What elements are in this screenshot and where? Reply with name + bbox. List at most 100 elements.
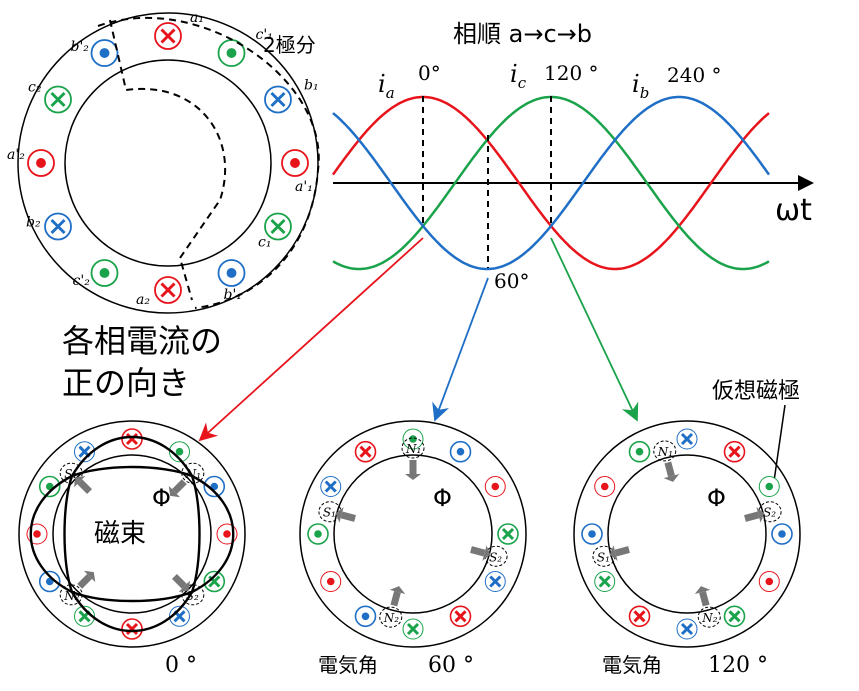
direction-label-line2: 正の向き <box>62 364 190 402</box>
stator-outer-ring <box>17 12 319 314</box>
pole-label: N₁ <box>657 445 673 459</box>
motor-120deg-slot <box>758 476 780 497</box>
motor-60deg-slot <box>320 571 342 592</box>
motor-120deg-slot <box>723 440 746 463</box>
pole-label: N₂ <box>383 611 400 625</box>
pole-arrow <box>171 479 187 495</box>
caption-60deg: 60 ° <box>428 653 474 678</box>
motor-120deg-slot <box>594 476 616 497</box>
stator-slot-1 <box>217 39 246 67</box>
label-120deg: 120 ° <box>544 61 599 85</box>
motor-120deg-slot <box>628 440 651 463</box>
stator-slot-label: c₁ <box>258 235 271 251</box>
direction-label-line1: 各相電流の <box>62 322 222 360</box>
pole-arrow <box>614 546 630 557</box>
label-ib: ib <box>632 70 649 102</box>
motor-60deg-slot <box>449 440 472 463</box>
stator-slot-label: a₂ <box>136 292 150 308</box>
motor-60deg-slot <box>402 618 424 640</box>
stator-slot-label: b₂ <box>26 215 41 231</box>
arrow-to-0deg <box>198 237 424 442</box>
flux-loop <box>189 473 235 595</box>
pole-arrow <box>77 479 93 495</box>
x-axis-label: ωt <box>775 193 812 228</box>
label-60deg: 60° <box>494 269 529 293</box>
stator-slot-8 <box>44 212 72 241</box>
motor-0deg-slot <box>38 475 61 498</box>
stator-slot-11 <box>90 39 119 67</box>
motor-0deg-slot <box>74 441 95 463</box>
stator-slot-6 <box>154 276 182 304</box>
motor-0deg-slot <box>38 570 61 593</box>
flux-symbol: Φ <box>707 484 726 512</box>
wave-ib <box>332 95 771 271</box>
motor-0deg-slot <box>121 428 143 450</box>
stator-slot-label: b₁ <box>304 78 319 94</box>
motor-60deg-slot <box>402 428 424 450</box>
flux-loop <box>29 473 75 595</box>
two-pole-label: 2極分 <box>263 33 316 57</box>
motor-60deg-slot <box>354 605 377 628</box>
label-ia: ia <box>378 70 395 102</box>
motor-60deg-slot <box>354 440 377 463</box>
pole-arrow <box>699 591 710 607</box>
motor-120deg-slot <box>723 605 746 628</box>
two-pole-dashed-outer <box>97 16 320 309</box>
stator-slot-label: c₂ <box>28 80 42 96</box>
motor-60deg-slot <box>484 571 506 592</box>
stator-slot-5 <box>217 259 246 287</box>
pole-label: N₁ <box>405 442 421 456</box>
stator-slot-label: c'₂ <box>73 273 91 289</box>
stator-slot-label: a'₁ <box>295 179 313 195</box>
caption-0deg: 0 ° <box>165 653 197 678</box>
motor-60deg-slot <box>307 523 329 545</box>
motor-60deg-slot <box>320 476 342 497</box>
stator-slot-label: a'₂ <box>7 147 25 163</box>
motor-120deg-slot <box>771 523 793 545</box>
pole-arrow <box>171 573 187 589</box>
motor-120deg-slot <box>628 605 651 628</box>
motor-0deg-slot <box>121 618 143 640</box>
pole-arrow <box>390 591 401 607</box>
flux-symbol: Φ <box>152 484 171 512</box>
stator-slot-label: c'₁ <box>256 27 273 43</box>
caption-elec-angle-120: 電気角 <box>602 653 662 677</box>
caption-120deg: 120 ° <box>708 653 768 678</box>
stator-slot-0 <box>154 22 182 50</box>
motor-120deg-slot <box>594 571 616 592</box>
stator-slot-label: a₁ <box>190 10 204 26</box>
motor-0deg-slot <box>203 475 226 498</box>
motor-60deg-slot <box>449 605 472 628</box>
pole-label: S₁ <box>597 550 610 564</box>
pole-label: S₂ <box>489 550 502 564</box>
waveform-chart: 相順 a→c→b ωt ia 0° ic 120 ° ib 240 ° 60° <box>198 20 814 442</box>
stator-slot-4 <box>264 212 292 241</box>
motor-120deg-slot <box>676 428 698 450</box>
pole-arrow <box>340 511 356 522</box>
stator-slot-10 <box>44 85 72 114</box>
pole-label: S₁ <box>323 506 336 520</box>
label-0deg: 0° <box>418 61 441 85</box>
motor-120deg-slot <box>758 571 780 592</box>
stator-slot-3 <box>281 149 309 177</box>
phase-order-title: 相順 a→c→b <box>453 20 592 48</box>
stator-slot-7 <box>90 259 119 287</box>
motor-120deg-slot <box>581 523 603 545</box>
motor-120deg-slot <box>676 618 698 640</box>
pole-arrow <box>77 573 93 589</box>
arrow-to-120deg <box>550 237 639 422</box>
two-pole-dashed-inner <box>109 19 227 301</box>
stator-slot-label: b'₂ <box>71 39 90 55</box>
magnetic-flux-label: 磁束 <box>94 519 146 549</box>
virtual-pole-label: 仮想磁極 <box>712 379 800 404</box>
motor-0deg-slot <box>169 441 190 463</box>
pole-arrow <box>664 461 675 477</box>
pole-label: N₂ <box>701 611 718 625</box>
stator-slot-9 <box>27 149 55 177</box>
pole-arrow <box>470 546 486 557</box>
caption-elec-angle-60: 電気角 <box>318 653 378 677</box>
